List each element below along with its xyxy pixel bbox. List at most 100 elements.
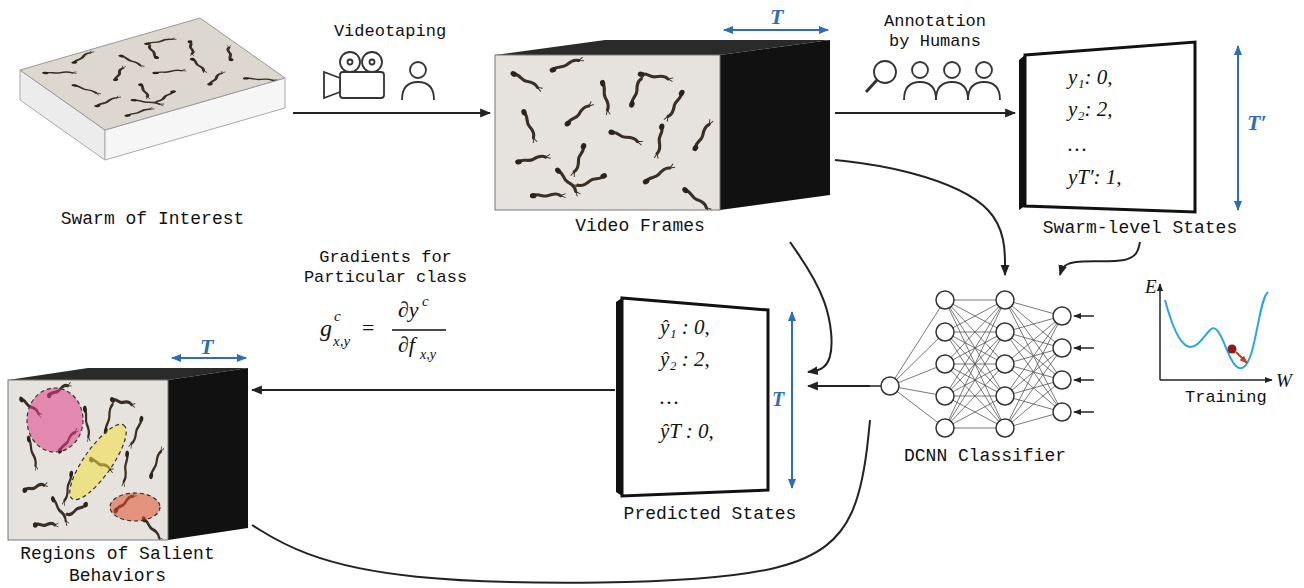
neuron bbox=[881, 377, 899, 395]
neuron bbox=[1053, 371, 1071, 389]
neuron bbox=[1053, 307, 1071, 325]
formula-term: g bbox=[320, 316, 332, 340]
neuron bbox=[936, 355, 954, 373]
descent-arrow bbox=[1236, 352, 1247, 363]
state-sheet-node: ŷ₁ : 0,ŷ₂ : 2,…ŷT : 0,Predicted States bbox=[615, 295, 808, 530]
axis bbox=[1159, 284, 1161, 380]
camera-reel bbox=[362, 52, 382, 72]
node-caption: Video Frames bbox=[530, 215, 750, 237]
camera-lens bbox=[324, 72, 340, 98]
connectors bbox=[252, 113, 1140, 583]
connector bbox=[835, 160, 1005, 275]
cube-side bbox=[168, 368, 248, 540]
connector bbox=[252, 420, 870, 583]
video-frames-cube bbox=[495, 40, 830, 213]
neuron bbox=[1053, 403, 1071, 421]
person-head bbox=[976, 62, 992, 78]
frame-larvae bbox=[18, 382, 164, 540]
camera-reel bbox=[340, 52, 360, 72]
time-axis-label: T bbox=[200, 334, 213, 360]
formula-term: ∂f bbox=[398, 334, 415, 356]
neuron bbox=[936, 291, 954, 309]
state-entry: … bbox=[660, 385, 770, 409]
neuron bbox=[996, 291, 1014, 309]
illustration-node: Swarm of Interest bbox=[15, 10, 293, 242]
magnifier-lens bbox=[874, 61, 896, 83]
swarm-tray bbox=[20, 18, 285, 160]
larvae-swarm bbox=[18, 382, 164, 540]
neuron bbox=[936, 387, 954, 405]
training-plot bbox=[1160, 284, 1272, 380]
formula-subscript: x,y bbox=[333, 334, 350, 349]
tray-top bbox=[20, 18, 285, 130]
camera-reel-hub bbox=[348, 60, 353, 65]
edge-label: Gradients for Particular class bbox=[298, 248, 473, 288]
neuron bbox=[936, 323, 954, 341]
state-sheet-node: y₁: 0, y₂: 2, … yT′: 1, Swarm-level States bbox=[1015, 40, 1268, 242]
larvae-swarm bbox=[32, 20, 281, 128]
state-entry: … bbox=[1068, 132, 1188, 156]
magnifier-handle bbox=[866, 80, 877, 92]
formula-superscript: c bbox=[334, 309, 341, 324]
network-inputs bbox=[1074, 316, 1094, 412]
states-sheet bbox=[1025, 42, 1195, 212]
node-caption: Swarm-level States bbox=[1015, 217, 1265, 239]
illustration-node: Regions of Salient Behaviors bbox=[5, 365, 252, 588]
salient-region bbox=[61, 417, 136, 507]
formula-term: ∂y bbox=[398, 299, 419, 321]
time-axis-label: T bbox=[770, 4, 783, 30]
connector bbox=[252, 389, 615, 391]
formula-superscript: c bbox=[422, 294, 429, 309]
regions-cube bbox=[8, 368, 248, 543]
cube-side bbox=[720, 40, 830, 210]
person-body bbox=[904, 82, 936, 100]
axis-label: W bbox=[1276, 370, 1292, 392]
magnifier-icon bbox=[866, 61, 896, 92]
illustration-node: Video Frames bbox=[490, 40, 835, 242]
frame-larvae bbox=[510, 56, 714, 210]
annotators-icon bbox=[904, 62, 1000, 100]
person-body bbox=[968, 82, 1000, 100]
neuron bbox=[996, 355, 1014, 373]
network-neurons bbox=[881, 291, 1071, 437]
person-icon bbox=[402, 62, 434, 100]
formula-subscript: x,y bbox=[420, 348, 436, 362]
state-entry: yT′: 1, bbox=[1068, 165, 1188, 189]
person-body bbox=[936, 82, 968, 100]
time-span-arrow bbox=[791, 312, 793, 488]
time-span-arrow bbox=[724, 29, 828, 31]
loss-curve bbox=[1165, 292, 1268, 368]
formula-term: = bbox=[362, 317, 374, 339]
axis-label: E bbox=[1145, 276, 1157, 298]
state-entry: ŷ₁ : 0, bbox=[660, 315, 770, 339]
connector bbox=[293, 112, 490, 114]
person-head bbox=[410, 62, 426, 78]
time-span-arrow bbox=[1237, 46, 1239, 210]
plot-caption: Training bbox=[1185, 388, 1267, 407]
neuron bbox=[936, 419, 954, 437]
fraction-bar bbox=[392, 329, 446, 331]
camera-icon bbox=[324, 52, 384, 98]
input-arrow bbox=[1074, 315, 1094, 317]
camera-reel-hub bbox=[370, 60, 375, 65]
state-entry: y₁: 0, bbox=[1068, 65, 1188, 89]
node-caption: Predicted States bbox=[615, 503, 805, 525]
input-arrow bbox=[1074, 379, 1094, 381]
neuron bbox=[1053, 339, 1071, 357]
neuron bbox=[996, 323, 1014, 341]
connector bbox=[808, 385, 870, 387]
salient-region bbox=[27, 388, 83, 452]
neural-network bbox=[870, 291, 1094, 437]
state-entry: y₂: 2, bbox=[1068, 97, 1188, 121]
neuron bbox=[996, 387, 1014, 405]
input-arrow bbox=[1074, 347, 1094, 349]
axis bbox=[1160, 379, 1272, 381]
connector bbox=[1060, 242, 1140, 275]
node-caption: DCNN Classifier bbox=[870, 445, 1100, 467]
person-body bbox=[402, 82, 434, 100]
time-axis-label: T′ bbox=[1247, 110, 1267, 136]
state-entry: ŷ₂ : 2, bbox=[660, 347, 770, 371]
network-links bbox=[890, 300, 1062, 428]
node-caption: Swarm of Interest bbox=[15, 208, 290, 230]
person-head bbox=[944, 62, 960, 78]
